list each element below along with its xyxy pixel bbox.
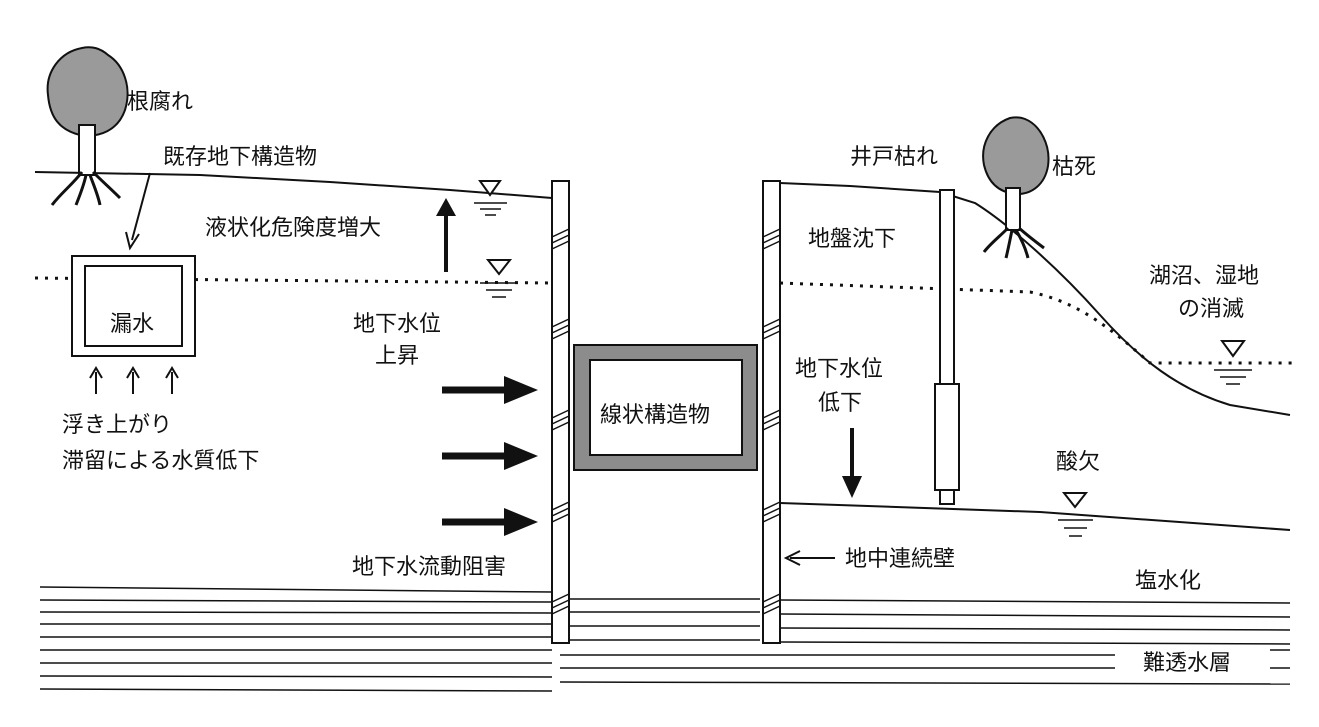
label-gw-rise-1: 地下水位 bbox=[353, 312, 441, 337]
label-subsidence: 地盤沈下 bbox=[808, 227, 896, 252]
label-lake-1: 湖沼、湿地 bbox=[1149, 264, 1259, 289]
flow-arrow-3-icon bbox=[442, 508, 538, 536]
groundwater-dotted-line bbox=[34, 276, 1295, 365]
label-leak: 漏水 bbox=[110, 312, 154, 337]
downward-arrow-icon bbox=[842, 428, 862, 498]
ground-surface-right bbox=[779, 182, 1291, 416]
aquitard-layers bbox=[39, 586, 1291, 692]
uplift-arrows-icon bbox=[89, 366, 179, 394]
wall-pointer-icon bbox=[783, 550, 835, 566]
label-water-quality: 滞留による水質低下 bbox=[62, 449, 259, 474]
label-gw-drop-1: 地下水位 bbox=[795, 357, 883, 382]
lowered-water-table bbox=[779, 502, 1291, 531]
label-lake-2: の消滅 bbox=[1178, 297, 1244, 322]
label-liquefaction: 液状化危険度増大 bbox=[205, 216, 381, 241]
water-level-symbol-2 bbox=[480, 259, 518, 298]
diaphragm-wall-right bbox=[762, 180, 781, 644]
label-root-rot: 根腐れ bbox=[127, 90, 193, 115]
linear-structure bbox=[573, 344, 758, 471]
tree-left-icon bbox=[46, 46, 129, 206]
flow-arrow-2-icon bbox=[442, 442, 538, 470]
label-aquitard: 難透水層 bbox=[1143, 651, 1231, 676]
upward-arrow-icon bbox=[436, 198, 456, 272]
label-gw-rise-2: 上昇 bbox=[375, 344, 419, 369]
well bbox=[934, 189, 960, 505]
label-linear-structure: 線状構造物 bbox=[600, 403, 710, 428]
ground-surface-left bbox=[34, 171, 553, 199]
tree-right-icon bbox=[982, 116, 1050, 259]
existing-structure-pointer-icon bbox=[125, 172, 151, 251]
label-uplift: 浮き上がり bbox=[62, 413, 172, 438]
water-level-symbol-1 bbox=[474, 180, 507, 216]
label-existing-structure: 既存地下構造物 bbox=[163, 145, 317, 170]
water-level-symbol-3 bbox=[1214, 340, 1252, 385]
water-level-symbol-4 bbox=[1058, 492, 1093, 537]
label-well-dry: 井戸枯れ bbox=[850, 145, 938, 170]
flow-arrow-1-icon bbox=[442, 376, 538, 404]
label-anoxia: 酸欠 bbox=[1056, 450, 1100, 475]
label-aquitard-bg bbox=[1120, 645, 1268, 677]
existing-underground-structure bbox=[71, 255, 196, 357]
label-flow-block: 地下水流動阻害 bbox=[352, 555, 506, 580]
label-withered: 枯死 bbox=[1052, 155, 1096, 180]
diaphragm-wall-left bbox=[551, 180, 570, 644]
label-gw-drop-2: 低下 bbox=[818, 391, 862, 416]
label-diaphragm-wall: 地中連続壁 bbox=[845, 547, 955, 572]
label-salinization: 塩水化 bbox=[1135, 569, 1201, 594]
